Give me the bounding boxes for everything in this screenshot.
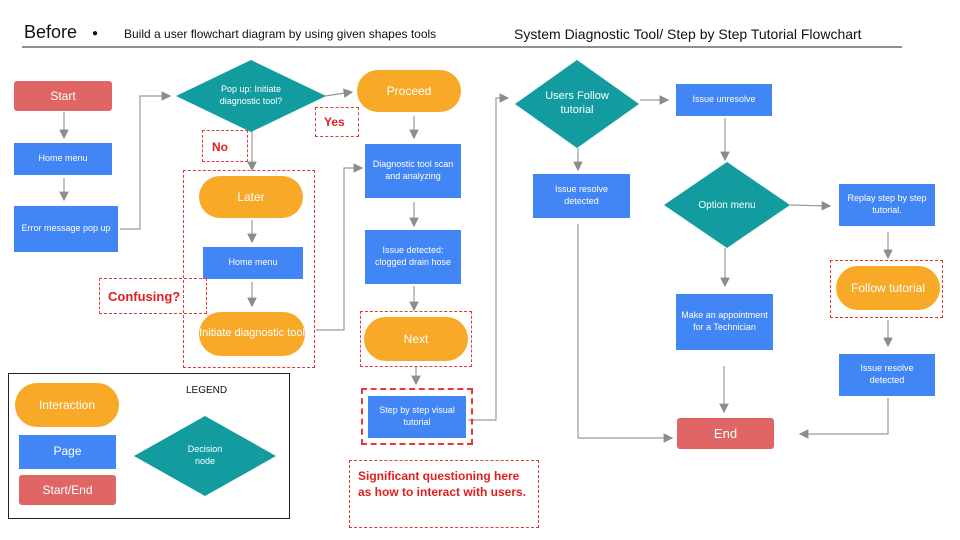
users-follow-label: Users Follow tutorial xyxy=(545,89,609,116)
issue-detected-page: Issue detected: clogged drain hose xyxy=(365,230,461,284)
later-button: Later xyxy=(199,176,303,218)
legend-decision-label: Decision node xyxy=(187,444,223,466)
end-node: End xyxy=(677,418,774,449)
later-flow-group xyxy=(183,170,315,368)
header-subtitle: Build a user flowchart diagram by using … xyxy=(124,27,437,41)
issue-resolve-page-2: Issue resolve detected xyxy=(839,354,935,396)
error-popup-page: Error message pop up xyxy=(14,206,118,252)
header-bullet: ● xyxy=(92,28,99,39)
yes-label: Yes xyxy=(315,107,359,137)
option-menu-label: Option menu xyxy=(698,199,756,211)
popup-decision-label: Pop up: Initiate diagnostic tool? xyxy=(219,84,283,106)
header-before: Before xyxy=(24,22,78,42)
significant-annotation: Significant questioning here as how to i… xyxy=(349,460,539,528)
replay-step-page: Replay step by step tutorial. xyxy=(839,184,935,226)
page-title: System Diagnostic Tool/ Step by Step Tut… xyxy=(514,26,862,42)
follow-tutorial-button: Follow tutorial xyxy=(836,266,940,310)
issue-resolve-page-1: Issue resolve detected xyxy=(533,174,630,218)
start-node: Start xyxy=(14,81,112,111)
step-tutorial-page: Step by step visual tutorial xyxy=(368,396,466,438)
diagnostic-scan-page: Diagnostic tool scan and analyzing xyxy=(365,144,461,198)
no-label: No xyxy=(202,130,248,162)
proceed-button: Proceed xyxy=(357,70,461,112)
issue-unresolve-page: Issue unresolve xyxy=(676,84,772,116)
popup-decision-diamond xyxy=(176,60,326,132)
legend-title: LEGEND xyxy=(186,385,228,396)
follow-tutorial-highlight-box xyxy=(830,260,943,318)
legend-interaction: Interaction xyxy=(15,383,119,427)
home-menu-page-2: Home menu xyxy=(203,247,303,279)
appointment-page: Make an appointment for a Technician xyxy=(676,294,773,350)
legend-box xyxy=(8,373,290,519)
legend-decision-diamond xyxy=(134,416,276,496)
confusing-annotation: Confusing? xyxy=(99,278,207,314)
users-follow-diamond xyxy=(515,60,639,148)
option-menu-diamond xyxy=(664,162,790,248)
legend-start-end: Start/End xyxy=(19,475,116,505)
legend-page: Page xyxy=(19,435,116,469)
tutorial-highlight-box xyxy=(361,388,473,445)
next-button: Next xyxy=(364,317,468,361)
initiate-tool-button: Initiate diagnostic tool xyxy=(199,312,305,356)
next-highlight-box xyxy=(360,311,472,367)
home-menu-page-1: Home menu xyxy=(14,143,112,175)
